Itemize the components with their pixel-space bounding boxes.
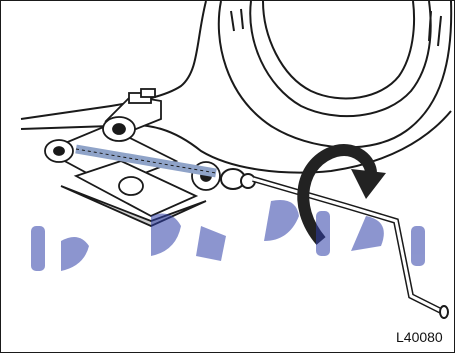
figure-code-label: L40080 (396, 329, 443, 345)
